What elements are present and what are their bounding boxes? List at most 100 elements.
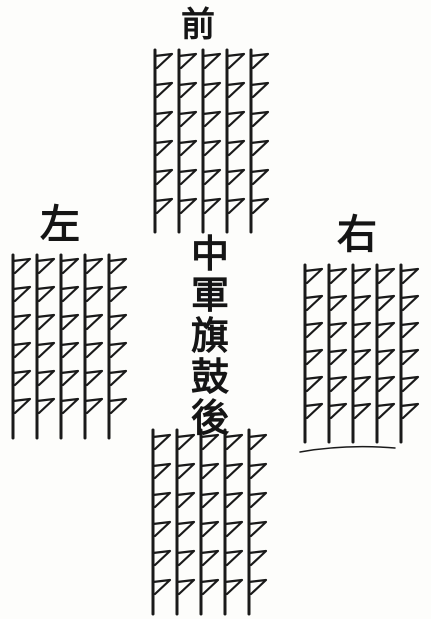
flag-pennant [223, 549, 244, 567]
center-char: 鼓 [190, 354, 229, 399]
flag-pennant [327, 267, 348, 285]
flag-pennant [247, 491, 268, 509]
flag-pennant [249, 197, 270, 215]
flag-pennant [35, 285, 56, 303]
flag-pennant [201, 81, 222, 99]
flag-pennant [35, 257, 56, 275]
flag-pennant [375, 321, 396, 339]
flag-pennant [83, 285, 104, 303]
flag-pennant [351, 321, 372, 339]
flag-pennant [303, 348, 324, 366]
flag-pennant [175, 462, 196, 480]
flag-pennant [151, 433, 172, 451]
left-label: 左 [40, 201, 80, 248]
flag-pennant [249, 52, 270, 70]
flag-pennant [59, 341, 80, 359]
flag-pennant [83, 257, 104, 275]
center-column-text: 中 軍 旗 鼓 後 [185, 233, 235, 438]
flag-pennant [399, 375, 420, 393]
flag-pennant [59, 257, 80, 275]
flag-pennant [399, 348, 420, 366]
flag-pennant [223, 462, 244, 480]
flag-pennant [153, 110, 174, 128]
flag-pennant [175, 578, 196, 596]
flag-pennant [177, 197, 198, 215]
flag-pennant [225, 168, 246, 186]
flag-pennant [225, 81, 246, 99]
flag-pennant [201, 139, 222, 157]
flag-pennant [399, 402, 420, 420]
flag-pennant [151, 520, 172, 538]
flag-pennant [303, 321, 324, 339]
flag-pennant [11, 285, 32, 303]
flag-pennant [107, 397, 128, 415]
flag-pennant [399, 267, 420, 285]
flag-pennant [11, 313, 32, 331]
flag-pennant [153, 168, 174, 186]
flag-pennant [177, 168, 198, 186]
flag-pennant [303, 294, 324, 312]
flag-pennant [399, 321, 420, 339]
center-char: 旗 [190, 313, 229, 358]
flag-pennant [107, 341, 128, 359]
flag-pennant [201, 52, 222, 70]
front-formation [153, 48, 270, 234]
flag-pennant [11, 397, 32, 415]
flag-pennant [177, 52, 198, 70]
flag-pennant [175, 549, 196, 567]
flag-pennant [327, 321, 348, 339]
flag-pennant [247, 520, 268, 538]
flag-pennant [375, 267, 396, 285]
flag-pennant [375, 375, 396, 393]
flag-pennant [225, 197, 246, 215]
flag-pennant [175, 491, 196, 509]
flag-pennant [225, 139, 246, 157]
flag-pennant [249, 168, 270, 186]
flag-pennant [399, 294, 420, 312]
flag-pennant [247, 433, 268, 451]
flag-pennant [83, 313, 104, 331]
flag-pennant [249, 110, 270, 128]
flag-pennant [351, 402, 372, 420]
flag-pennant [35, 313, 56, 331]
flag-pennant [151, 549, 172, 567]
flag-pennant [35, 369, 56, 387]
flag-pennant [11, 341, 32, 359]
flag-pennant [177, 110, 198, 128]
flag-pennant [247, 578, 268, 596]
flag-pennant [83, 369, 104, 387]
flag-pennant [11, 257, 32, 275]
flag-pennant [177, 81, 198, 99]
flag-pennant [59, 285, 80, 303]
flag-pennant [199, 520, 220, 538]
center-char: 後 [190, 395, 229, 440]
flag-pennant [351, 294, 372, 312]
flag-pennant [247, 462, 268, 480]
flag-pennant [223, 578, 244, 596]
flag-pennant [247, 549, 268, 567]
flag-pennant [249, 81, 270, 99]
flag-pennant [177, 139, 198, 157]
flag-pennant [11, 369, 32, 387]
right-label: 右 [337, 211, 377, 258]
flag-pennant [59, 313, 80, 331]
flag-pennant [83, 397, 104, 415]
flag-pennant [351, 348, 372, 366]
flag-pennant [35, 397, 56, 415]
flag-pennant [225, 110, 246, 128]
flag-pennant [201, 110, 222, 128]
flag-pennant [59, 397, 80, 415]
front-label: 前 [181, 5, 215, 45]
left-formation [11, 253, 128, 440]
flag-pennant [327, 402, 348, 420]
flag-pennant [151, 462, 172, 480]
flag-pennant [327, 375, 348, 393]
flag-pennant [375, 402, 396, 420]
flag-pennant [199, 491, 220, 509]
ink-stroke [299, 445, 396, 453]
flag-pennant [199, 462, 220, 480]
flag-pennant [83, 341, 104, 359]
flag-pennant [151, 491, 172, 509]
